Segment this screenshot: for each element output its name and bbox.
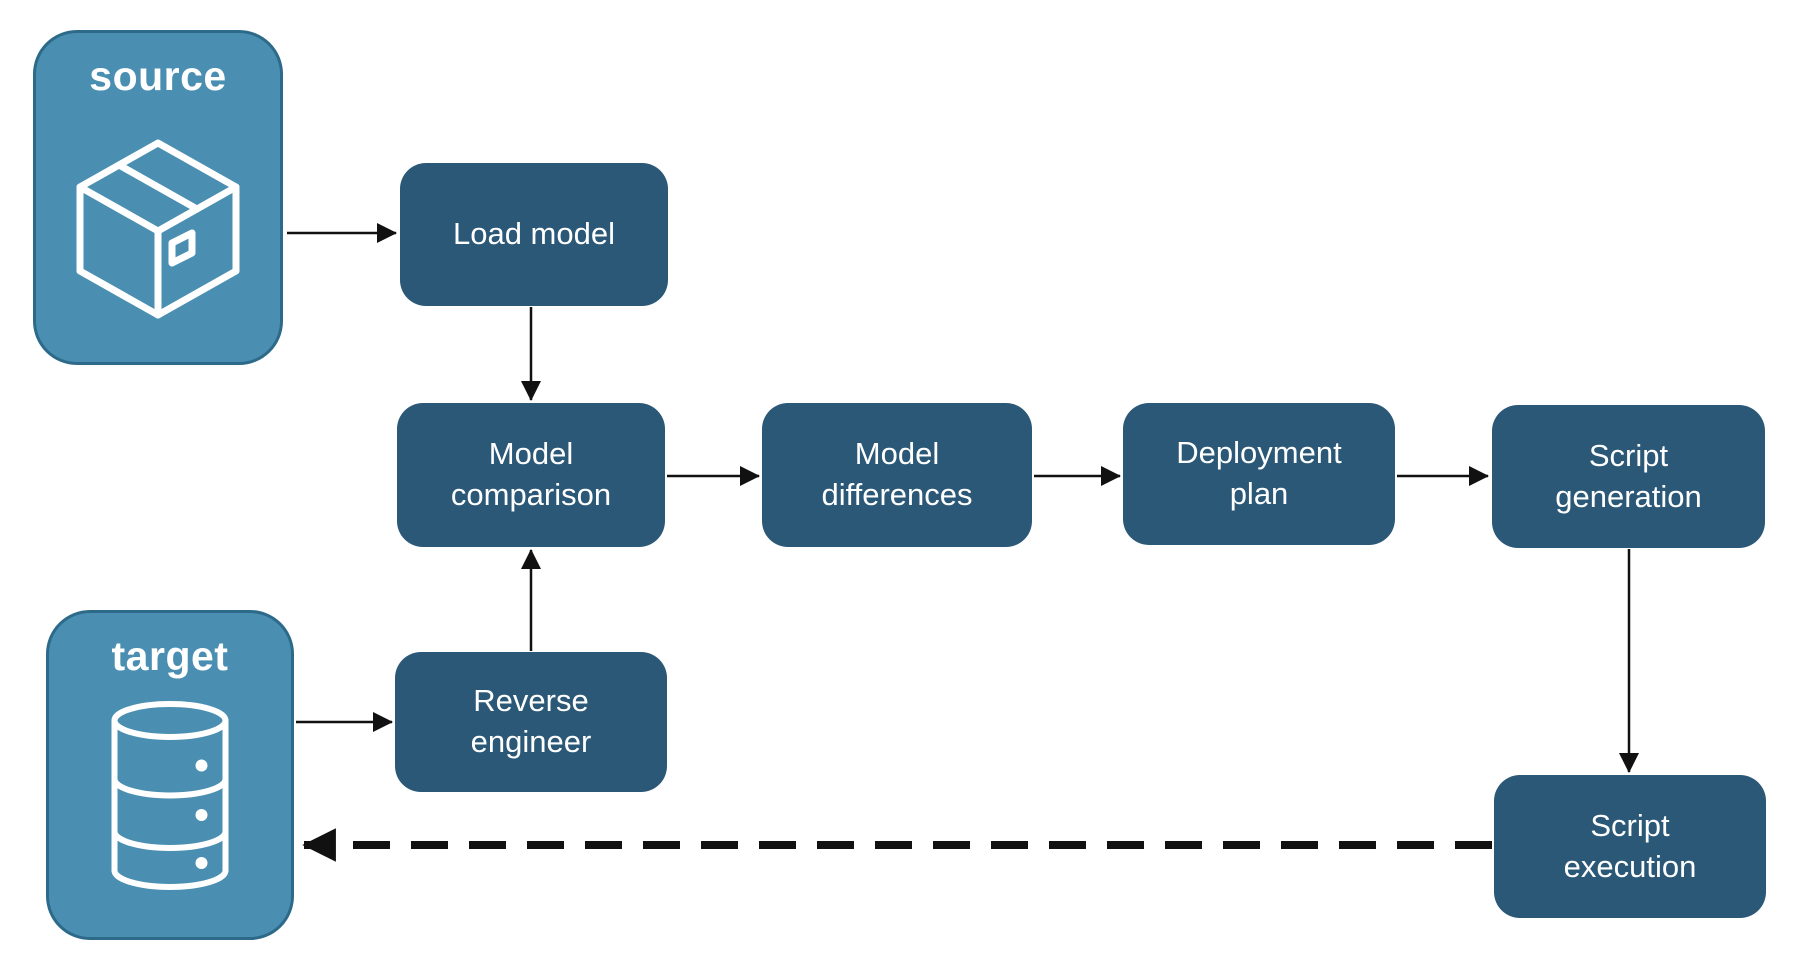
node-model-comparison: Model comparison bbox=[397, 403, 665, 547]
package-icon bbox=[76, 139, 240, 319]
node-label-line: plan bbox=[1229, 476, 1289, 511]
node-reverse-engineer: Reverse engineer bbox=[395, 652, 667, 792]
database-icon bbox=[111, 701, 229, 890]
node-label-line: comparison bbox=[450, 477, 612, 512]
entity-source: source bbox=[33, 30, 283, 365]
node-deployment-plan: Deployment plan bbox=[1123, 403, 1395, 545]
node-label-line: Script bbox=[1588, 437, 1669, 473]
node-label-line: Load model bbox=[452, 216, 615, 252]
node-label-line: execution bbox=[1563, 848, 1697, 884]
node-label-line: Model bbox=[854, 436, 940, 472]
node-load-model: Load model bbox=[400, 163, 668, 306]
entity-target-label: target bbox=[111, 633, 229, 679]
node-label-line: Deployment bbox=[1176, 435, 1342, 471]
entity-source-label: source bbox=[89, 53, 227, 99]
node-label-line: generation bbox=[1555, 478, 1702, 514]
node-label-line: engineer bbox=[470, 724, 592, 759]
node-script-generation: Script generation bbox=[1492, 405, 1765, 548]
node-label-line: Script bbox=[1590, 807, 1670, 843]
node-script-execution: Script execution bbox=[1494, 775, 1766, 918]
node-label-line: Model bbox=[488, 436, 574, 472]
node-model-differences: Model differences bbox=[762, 403, 1032, 547]
entity-target: target bbox=[46, 610, 294, 940]
node-label-line: Reverse bbox=[473, 683, 589, 719]
node-label-line: differences bbox=[821, 477, 973, 512]
